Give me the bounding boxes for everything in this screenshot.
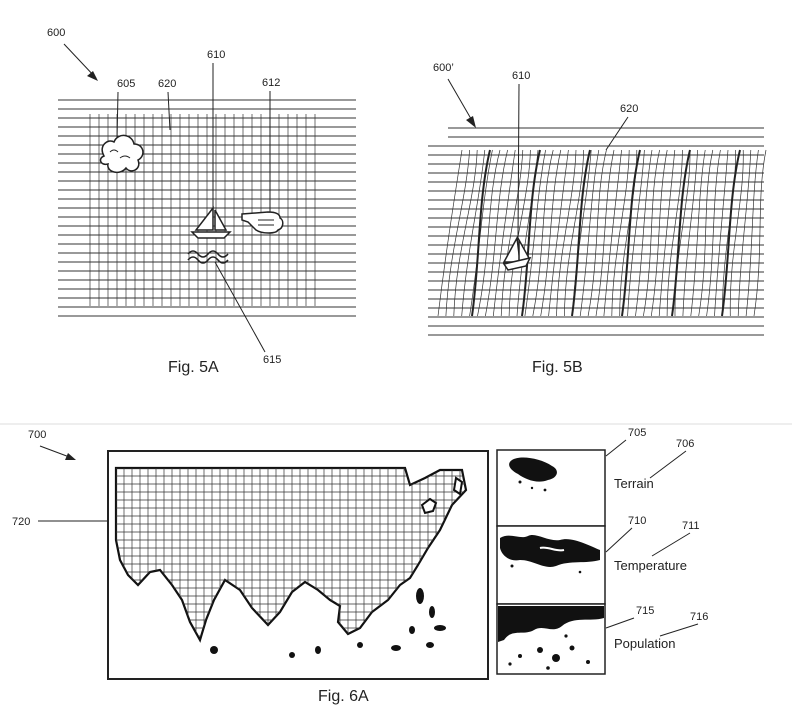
- sailboat-icon-5b: [502, 235, 532, 271]
- figure-5b: 600’ 610 620 Fig. 5B: [428, 62, 767, 376]
- layer-panel-terrain: [496, 449, 606, 527]
- ref-706: 706: [676, 438, 694, 450]
- wave-icon: [187, 250, 229, 264]
- layer-panel-population: [496, 603, 606, 675]
- ref-600-prime-arrow: [447, 78, 476, 128]
- ref-600-prime: 600’: [433, 62, 454, 74]
- caption-fig-6a: Fig. 6A: [318, 688, 369, 705]
- caption-fig-5b: Fig. 5B: [532, 359, 583, 376]
- ref-700: 700: [28, 429, 46, 441]
- figure-5a: 600 605 620 610 612 615: [47, 27, 356, 376]
- ref-620-5b: 620: [620, 103, 638, 115]
- ref-710: 710: [628, 515, 646, 527]
- grid-620: [58, 99, 356, 317]
- sailboat-icon: [190, 205, 232, 239]
- layer-panel-temperature: [496, 525, 606, 605]
- ref-615: 615: [263, 354, 281, 366]
- ref-605: 605: [117, 78, 135, 90]
- ref-620: 620: [158, 78, 176, 90]
- caption-fig-5a: Fig. 5A: [168, 359, 219, 376]
- pointing-hand-icon: [241, 211, 284, 234]
- legend-temperature: Temperature: [614, 558, 687, 573]
- cloud-icon: [99, 134, 144, 174]
- ref-716: 716: [690, 611, 708, 623]
- ref-705: 705: [628, 427, 646, 439]
- ref-610: 610: [207, 49, 225, 61]
- ref-600: 600: [47, 27, 65, 39]
- ref-720: 720: [12, 516, 30, 528]
- ref-711: 711: [682, 520, 700, 532]
- figure-6a: 700 720: [12, 427, 708, 705]
- ref-700-arrow: [39, 445, 76, 460]
- ref-715: 715: [636, 605, 654, 617]
- legend-population: Population: [614, 636, 675, 651]
- wavy-grid-620: [428, 127, 767, 336]
- ref-612: 612: [262, 77, 280, 89]
- ref-600-arrow: [63, 43, 98, 81]
- ref-610-5b: 610: [512, 70, 530, 82]
- legend-terrain: Terrain: [614, 476, 654, 491]
